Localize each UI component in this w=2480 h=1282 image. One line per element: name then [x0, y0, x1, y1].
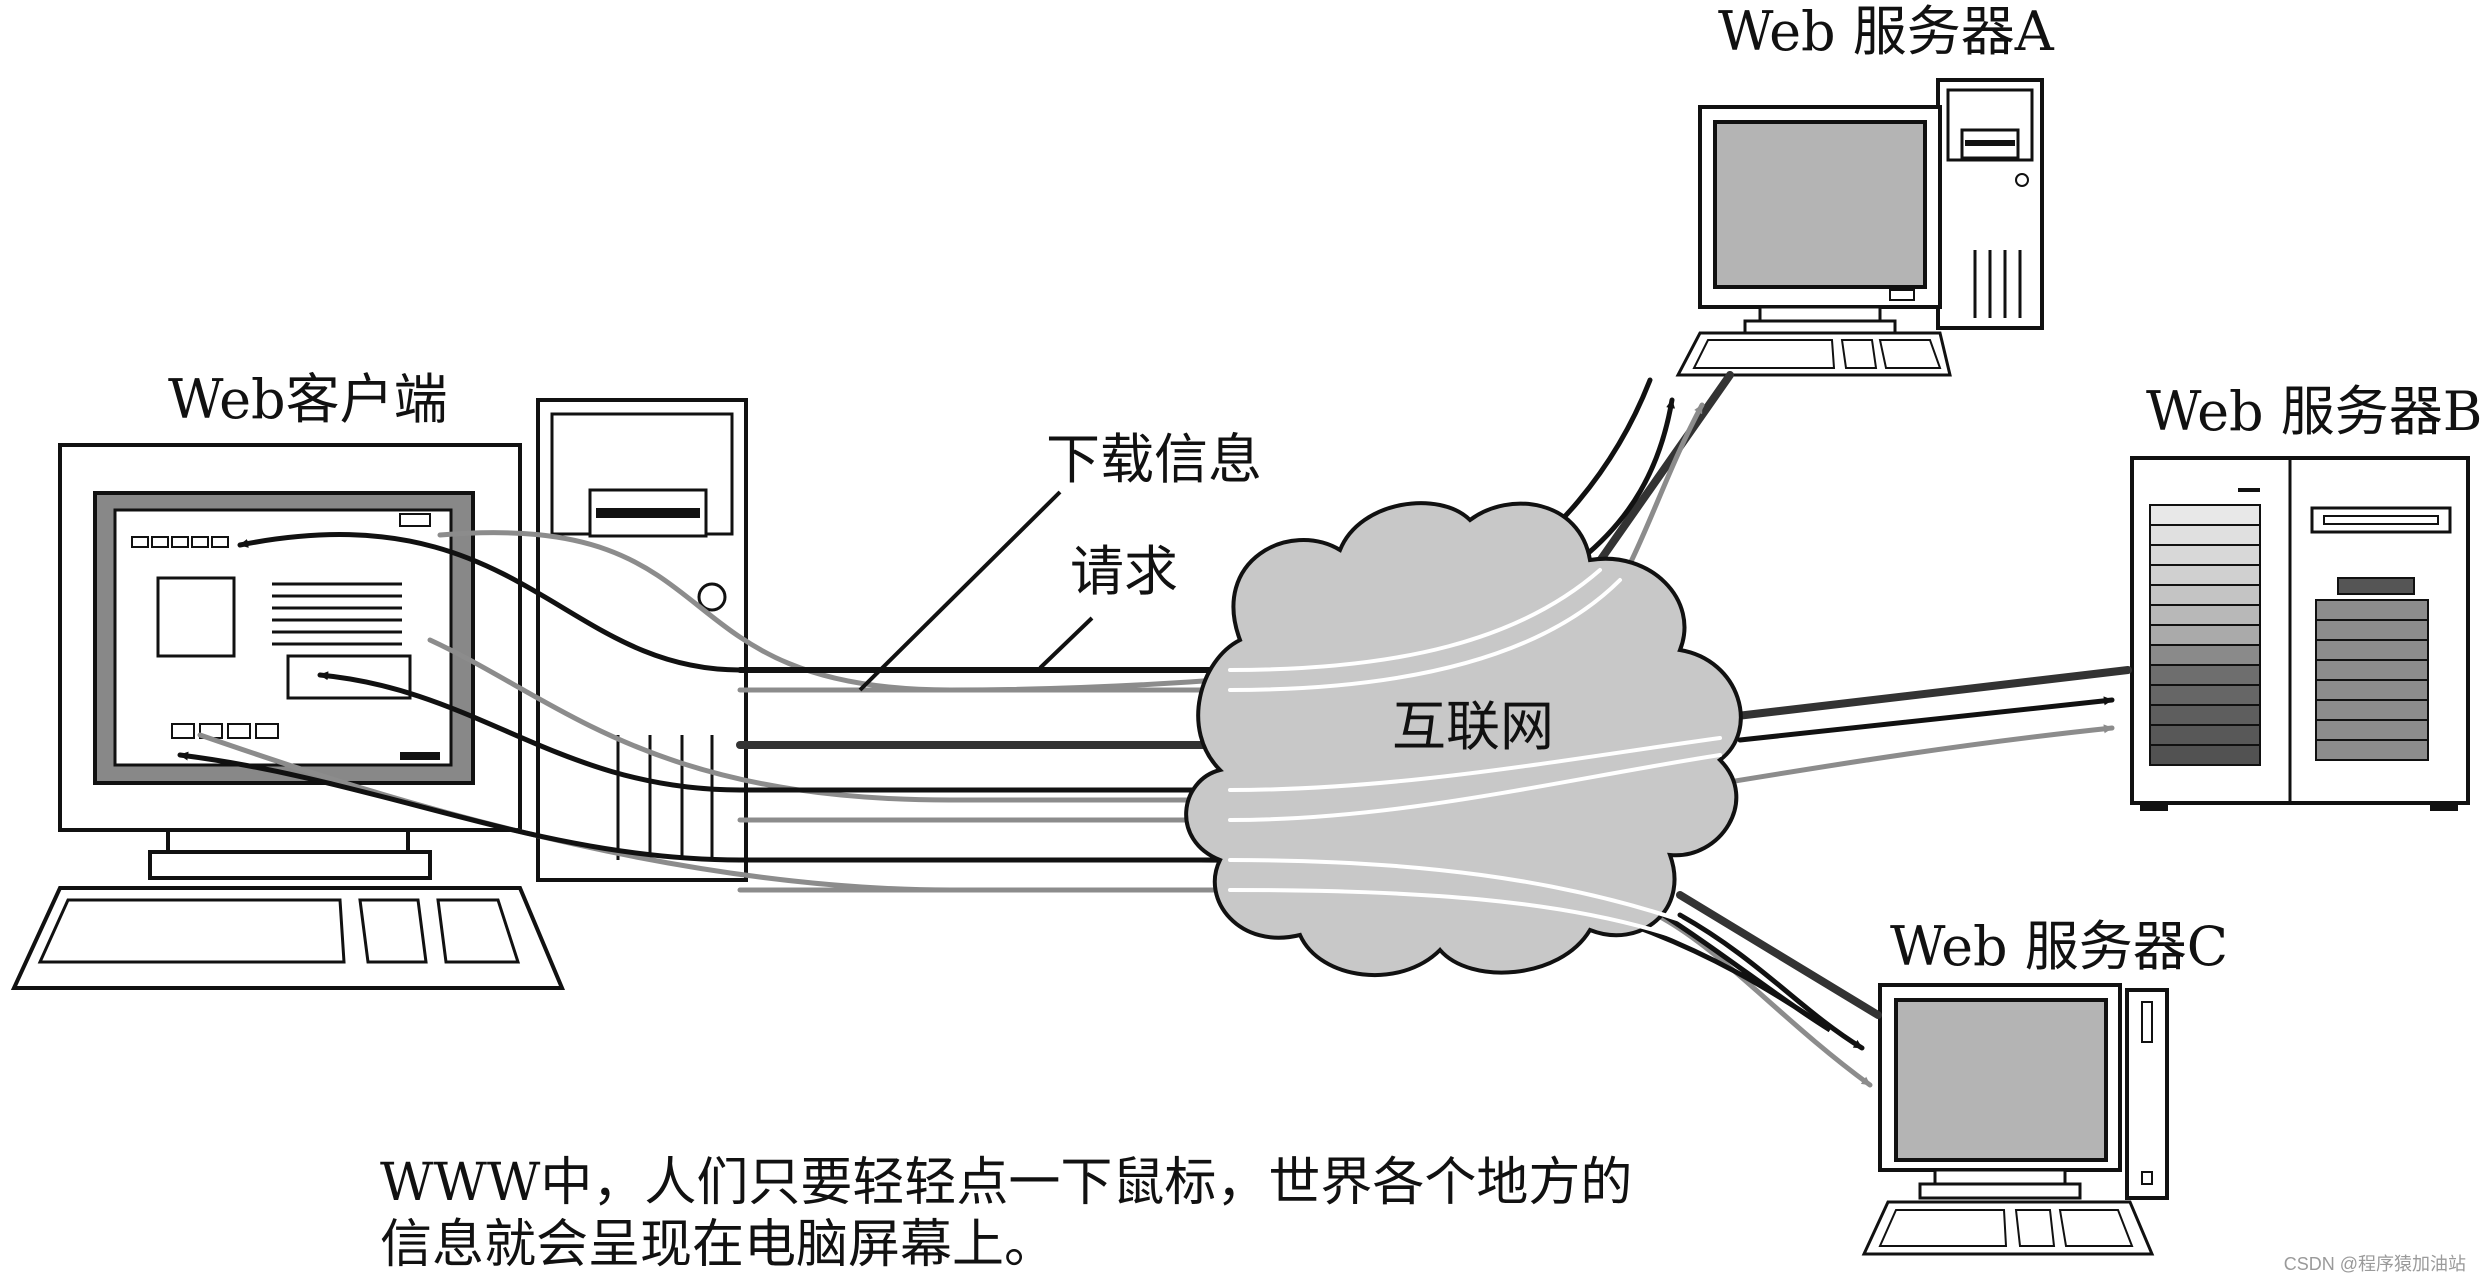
server-c-tower — [2125, 988, 2169, 1200]
link-server-c-dark — [1676, 891, 1882, 1019]
download-label: 下载信息 — [1046, 428, 1262, 491]
request-line-to-server-b — [427, 637, 2115, 803]
request-label: 请求 — [1070, 540, 1178, 603]
server-a-tower — [1936, 78, 2044, 330]
server-c-label: Web 服务器C — [1890, 915, 2228, 978]
arrow-to-server-b — [1737, 696, 2115, 743]
web-server-b — [2130, 456, 2470, 811]
download-leader-line — [858, 490, 1062, 692]
server-c-monitor — [1878, 983, 2122, 1200]
client-keyboard — [10, 886, 566, 990]
request-leader-line — [1038, 616, 1094, 670]
web-client — [10, 398, 748, 990]
server-b-label: Web 服务器B — [2146, 380, 2480, 443]
connection-lines — [177, 371, 2132, 1088]
client-label: Web客户端 — [168, 368, 448, 431]
caption-line-2: 信息就会呈现在电脑屏幕上。 — [380, 1215, 1056, 1275]
server-a-monitor — [1698, 105, 1942, 335]
server-a-keyboard — [1675, 331, 1952, 377]
server-a-label: Web 服务器A — [1718, 0, 2055, 63]
web-server-c — [1861, 983, 2169, 1256]
internet-cloud — [1184, 501, 1743, 978]
link-server-b-dark — [1716, 666, 2132, 722]
watermark: CSDN @程序猿加油站 — [2284, 1254, 2466, 1274]
internet-label: 互联网 — [1392, 695, 1554, 758]
caption-line-1: WWW中，人们只要轻轻点一下鼠标，世界各个地方的 — [380, 1153, 1632, 1213]
web-server-a — [1675, 78, 2044, 377]
link-server-a-dark — [1586, 371, 1734, 579]
client-monitor — [58, 443, 522, 880]
arrow-to-server-c — [1677, 912, 1865, 1051]
client-tower — [536, 398, 748, 882]
arrow-to-server-a — [1577, 397, 1676, 563]
server-c-keyboard — [1861, 1200, 2155, 1256]
